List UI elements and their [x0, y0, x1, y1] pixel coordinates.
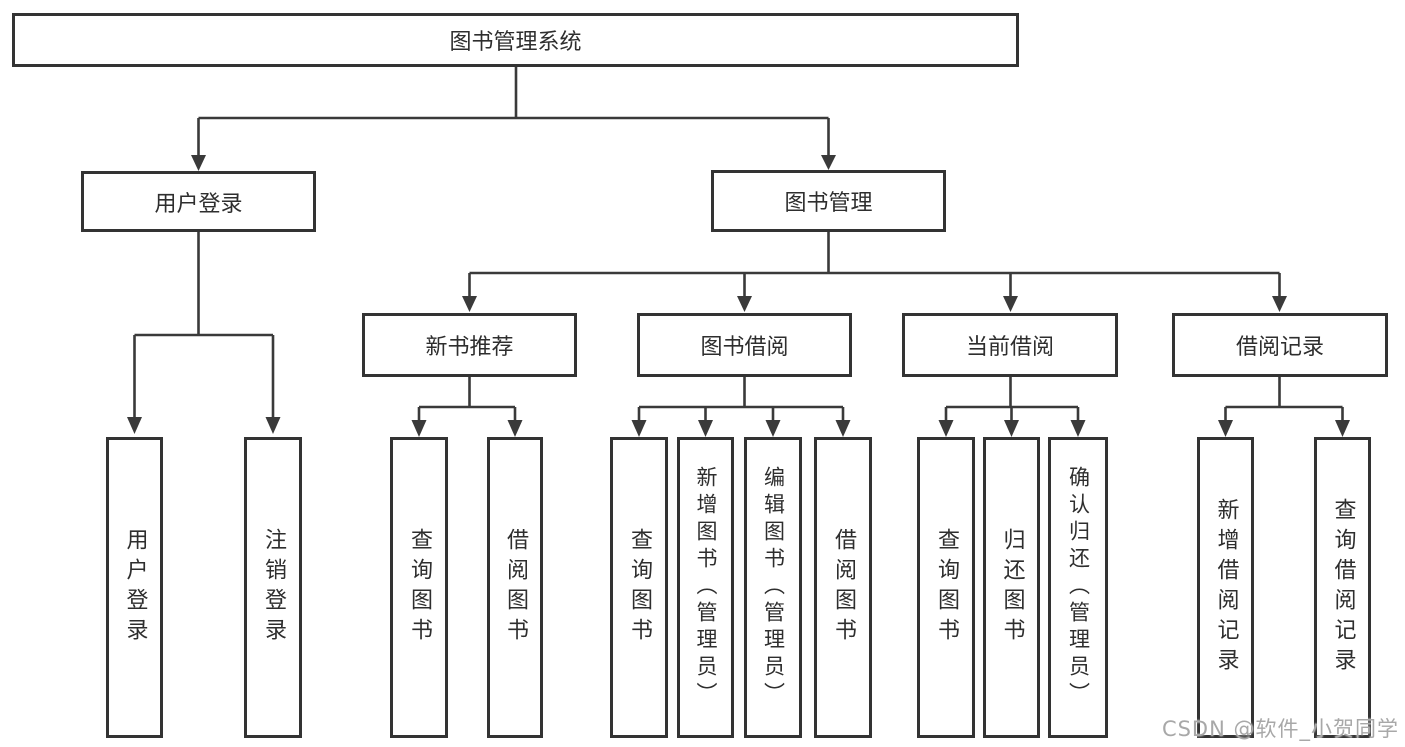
leaf-confirm-return-admin: 确认归还（管理员）	[1048, 437, 1108, 738]
edge-root-to-level2	[197, 67, 830, 156]
arrowhead	[1070, 420, 1086, 437]
arrowhead	[835, 420, 851, 437]
node-label: 查询图书	[627, 527, 652, 648]
leaf-edit-book-admin: 编辑图书（管理员）	[744, 437, 802, 738]
node-user-login: 用户登录	[81, 171, 316, 232]
arrowhead	[1272, 296, 1287, 312]
arrowhead	[1218, 420, 1233, 437]
arrowhead	[737, 296, 752, 312]
edge-current-to-leaves	[944, 377, 1080, 421]
node-label: 当前借阅	[965, 335, 1054, 360]
arrowhead	[411, 420, 427, 437]
arrowhead	[938, 420, 954, 437]
node-label: 确认归还（管理员）	[1066, 466, 1091, 709]
node-label: 归还图书	[999, 527, 1025, 648]
node-label: 借阅图书	[503, 527, 528, 648]
leaf-logout: 注销登录	[244, 437, 302, 738]
csdn-watermark: CSDN @软件_小贺同学	[1161, 717, 1399, 741]
arrowhead	[1003, 296, 1018, 312]
node-label: 新书推荐	[425, 335, 514, 360]
leaf-add-book-admin: 新增图书（管理员）	[677, 437, 734, 738]
node-borrow-records: 借阅记录	[1172, 313, 1388, 377]
arrowhead	[1004, 420, 1019, 437]
arrowhead	[1335, 420, 1350, 437]
node-label: 图书借阅	[700, 335, 789, 360]
leaf-query-books-borrowing: 查询图书	[610, 437, 668, 738]
leaf-query-books-recommend: 查询图书	[390, 437, 448, 738]
leaf-query-books-current: 查询图书	[917, 437, 975, 738]
node-label: 图书管理	[784, 191, 873, 216]
node-label: 注销登录	[261, 527, 286, 648]
node-label: 用户登录	[122, 527, 148, 648]
node-label: 查询图书	[407, 527, 432, 648]
arrowhead	[265, 417, 281, 434]
node-label: 借阅图书	[831, 527, 856, 648]
leaf-borrow-books: 借阅图书	[814, 437, 872, 738]
leaf-user-login: 用户登录	[106, 437, 163, 738]
node-label: 借阅记录	[1235, 335, 1324, 360]
arrowhead	[631, 420, 647, 437]
node-label: 查询借阅记录	[1330, 497, 1356, 678]
node-library-management-system: 图书管理系统	[12, 13, 1019, 67]
arrowhead	[127, 417, 142, 434]
arrowhead	[698, 420, 713, 437]
node-label: 编辑图书（管理员）	[761, 466, 786, 709]
leaf-add-borrow-record: 新增借阅记录	[1197, 437, 1254, 738]
leaf-return-books: 归还图书	[983, 437, 1040, 738]
edge-records-to-leaves	[1224, 377, 1344, 421]
edge-userlogin-to-leaves	[133, 232, 275, 419]
edge-newbook-to-leaves	[417, 377, 517, 421]
node-book-borrowing: 图书借阅	[637, 313, 852, 377]
arrowhead	[462, 296, 477, 312]
node-label: 用户登录	[154, 191, 243, 217]
node-new-book-recommend: 新书推荐	[362, 313, 577, 377]
arrowhead	[765, 420, 781, 437]
node-label: 新增图书（管理员）	[694, 466, 718, 709]
arrowhead	[191, 155, 206, 171]
node-label: 查询图书	[934, 527, 959, 648]
node-label: 图书管理系统	[449, 30, 582, 55]
edge-bookmgmt-to-level3	[468, 232, 1281, 297]
node-label: 新增借阅记录	[1213, 497, 1239, 678]
arrowhead	[821, 155, 836, 170]
node-current-borrowing: 当前借阅	[902, 313, 1118, 377]
leaf-borrow-books-recommend: 借阅图书	[487, 437, 543, 738]
arrowhead	[507, 420, 523, 437]
leaf-query-borrow-record: 查询借阅记录	[1314, 437, 1371, 738]
edge-borrowing-to-leaves	[637, 377, 845, 421]
node-book-management: 图书管理	[711, 170, 946, 232]
